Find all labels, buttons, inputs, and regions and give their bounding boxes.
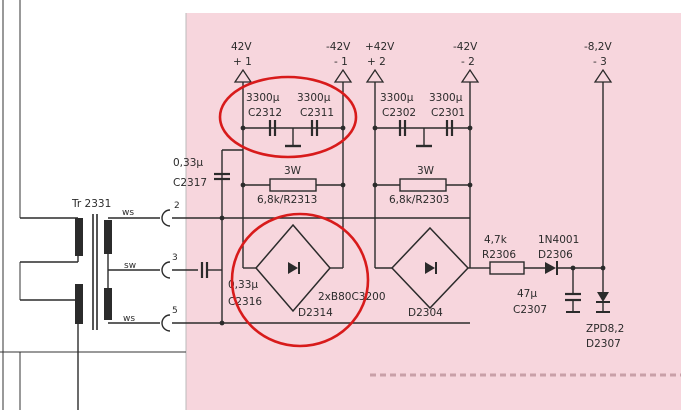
ground-c2302-c2301 bbox=[416, 128, 432, 148]
regulator-branch bbox=[480, 82, 610, 313]
wire-color-ws-bottom: ws bbox=[123, 314, 135, 324]
transformer-core bbox=[92, 214, 98, 330]
rail-1-neg-volt: -42V bbox=[326, 41, 351, 53]
transformer-secondary bbox=[104, 217, 160, 324]
rail-terminals bbox=[233, 68, 613, 83]
d2306-ref: D2306 bbox=[538, 249, 573, 261]
pin-5-label: 5 bbox=[172, 306, 178, 316]
rail-2-neg-num: - 2 bbox=[461, 56, 475, 68]
rail-1-neg-num: - 1 bbox=[334, 56, 348, 68]
resistor-r2313 bbox=[269, 178, 317, 192]
wire-color-ws-top: ws bbox=[122, 208, 134, 218]
bridge-type-label: 2xB80C3200 bbox=[318, 291, 386, 303]
rail-2-pos-num: + 2 bbox=[367, 56, 386, 68]
c2311-value: 3300µ bbox=[297, 92, 331, 104]
transformer-primary bbox=[20, 217, 83, 410]
rail-3-neg-volt: -8,2V bbox=[584, 41, 612, 53]
rail-1-pos-volt: 42V bbox=[231, 41, 252, 53]
r2313-value: 6,8k/R2313 bbox=[257, 194, 317, 206]
pin-2-label: 2 bbox=[174, 201, 180, 211]
c2301-ref: C2301 bbox=[431, 107, 465, 119]
capacitor-c2312 bbox=[268, 120, 277, 136]
c2317-ref: C2317 bbox=[173, 177, 207, 189]
c2316-value: 0,33µ bbox=[228, 279, 258, 291]
highlight-ring-bridge bbox=[230, 212, 370, 348]
capacitor-c2301 bbox=[445, 120, 454, 136]
connector-pins bbox=[161, 209, 171, 332]
c2312-value: 3300µ bbox=[246, 92, 280, 104]
c2311-ref: C2311 bbox=[300, 107, 334, 119]
c2302-ref: C2302 bbox=[382, 107, 416, 119]
ground-c2312-c2311 bbox=[285, 128, 301, 148]
d2307-ref: D2307 bbox=[586, 338, 621, 350]
bridge-rectifier-d2304 bbox=[375, 226, 480, 310]
c2307-ref: C2307 bbox=[513, 304, 547, 316]
resistor-r2303 bbox=[399, 178, 447, 192]
r2306-ref: R2306 bbox=[482, 249, 516, 261]
secondary-wiring bbox=[172, 150, 470, 326]
capacitor-c2317 bbox=[214, 172, 230, 181]
c2307-value: 47µ bbox=[517, 288, 537, 300]
c2302-value: 3300µ bbox=[380, 92, 414, 104]
d2304-ref: D2304 bbox=[408, 307, 443, 319]
d2314-ref: D2314 bbox=[298, 307, 333, 319]
capacitor-c2311 bbox=[310, 120, 319, 136]
rail-2-neg-volt: -42V bbox=[453, 41, 478, 53]
wire-color-sw: sw bbox=[124, 261, 136, 271]
capacitor-c2316 bbox=[200, 262, 209, 278]
c2312-ref: C2312 bbox=[248, 107, 282, 119]
transformer-ref: Tr 2331 bbox=[71, 198, 111, 210]
c2301-value: 3300µ bbox=[429, 92, 463, 104]
r2306-value: 4,7k bbox=[484, 234, 508, 246]
r2313-power: 3W bbox=[284, 165, 302, 177]
pin-3-label: 3 bbox=[172, 253, 178, 263]
rail-3-neg-num: - 3 bbox=[593, 56, 607, 68]
d2306-part: 1N4001 bbox=[538, 234, 579, 246]
highlight-ring-filter-caps bbox=[218, 75, 358, 159]
power-supply-panel bbox=[186, 13, 681, 410]
bridge-rectifier-d2314 bbox=[243, 223, 343, 313]
rail-2-pos-volt: +42V bbox=[365, 41, 395, 53]
rail-1-pos-num: + 1 bbox=[233, 56, 252, 68]
r2303-value: 6,8k/R2303 bbox=[389, 194, 449, 206]
c2317-value: 0,33µ bbox=[173, 157, 203, 169]
r2303-power: 3W bbox=[417, 165, 435, 177]
d2307-part: ZPD8,2 bbox=[586, 323, 624, 335]
capacitor-c2302 bbox=[398, 120, 407, 136]
